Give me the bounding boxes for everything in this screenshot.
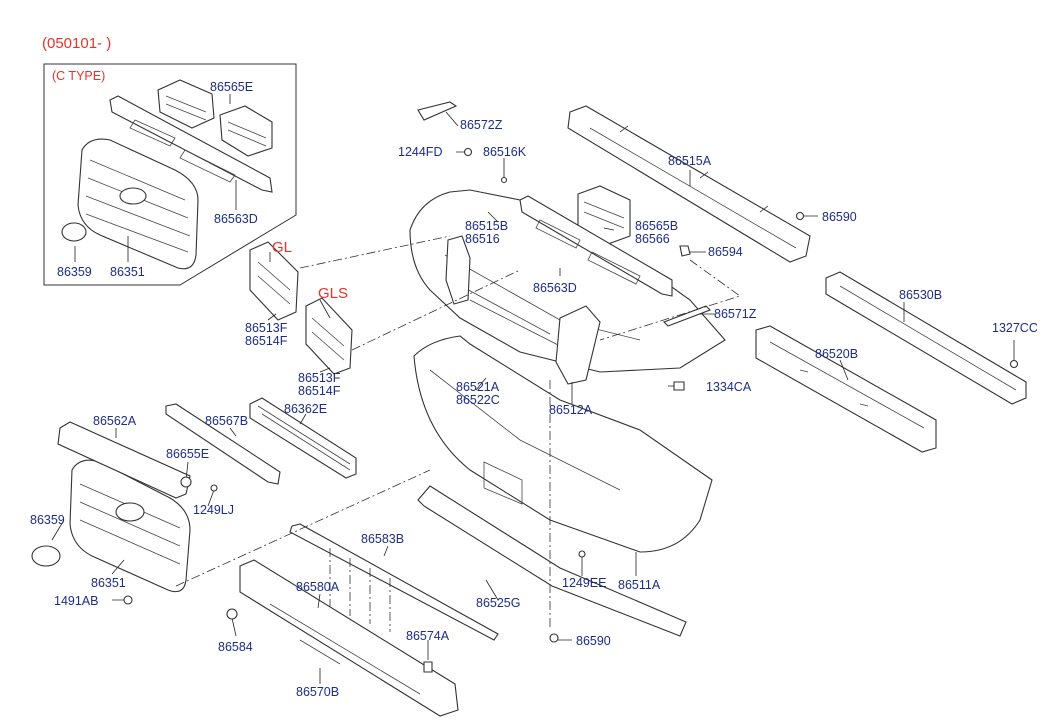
bumper-upper-assembly [409,189,726,385]
alignment-line [351,269,521,351]
alignment-line [329,548,391,632]
part-label[interactable]: 1249EE [562,576,606,590]
alignment-line [299,235,451,269]
fog-lamp-cover-gls [305,297,353,375]
part-label[interactable]: 86565E [210,80,253,94]
part-label[interactable]: 86567B [205,414,248,428]
part-label[interactable]: 86580A [296,580,340,594]
radiator-grille-c-type [77,138,199,270]
moulding-86571Z [663,305,711,327]
part-label[interactable]: 86511A [618,578,661,592]
moulding-86583B [289,523,499,641]
part-label[interactable]: 86583B [361,532,404,546]
part-label[interactable]: 86525G [476,596,520,610]
grille-insert-c-type [109,95,273,193]
part-label[interactable]: 1334CA [706,380,752,394]
part-label[interactable]: 1244FD [398,145,442,159]
part-label[interactable]: 86522C [456,393,500,407]
emblem-86359 [31,545,61,567]
part-label[interactable]: 86351 [91,576,126,590]
part-label[interactable]: 86513F [298,371,341,385]
fog-lamp-cover-gl [249,241,299,321]
part-label[interactable]: 86655E [166,447,209,461]
part-label[interactable]: 86514F [245,334,288,348]
grille-vent-c-type [157,79,273,157]
moulding-86567B [165,403,281,485]
part-label[interactable]: 86570B [296,685,339,699]
part-label[interactable]: 86513F [245,321,288,335]
part-label[interactable]: 86359 [30,513,65,527]
part-label[interactable]: 86590 [822,210,857,224]
part-label[interactable]: 86584 [218,640,253,654]
skid-plate-86570B [239,559,459,717]
part-label[interactable]: 86590 [576,634,611,648]
part-label[interactable]: 86562A [93,414,137,428]
fasteners [123,147,1019,673]
part-label[interactable]: 86351 [110,265,145,279]
radiator-grille-86351 [69,459,191,593]
part-label[interactable]: 86362E [284,402,327,416]
emblem-c-type [61,222,87,242]
fog-grille-86362E [249,397,357,479]
part-label[interactable]: 86572Z [460,118,503,132]
part-label[interactable]: 86530B [899,288,942,302]
moulding-86562A [57,421,191,499]
date-code-label: (050101- ) [42,35,111,52]
part-label[interactable]: 1327CC [992,321,1038,335]
part-label[interactable]: 86574A [406,629,450,643]
absorber-86520B [755,325,937,453]
lower-lip-86525G [417,485,687,637]
part-label[interactable]: 86521A [456,380,500,394]
part-label[interactable]: 86563D [533,281,577,295]
trim-label-gl: GL [272,239,292,256]
part-label[interactable]: 86359 [57,265,92,279]
absorber-86530B [825,271,1027,405]
moulding-86572Z [417,101,458,121]
grille-insert-center [519,195,673,297]
part-label[interactable]: 86516 [465,232,500,246]
trim-label-gls: GLS [318,285,348,302]
part-label[interactable]: 86516K [483,145,527,159]
part-label[interactable]: 86512A [549,403,593,417]
part-label[interactable]: 86515A [668,154,712,168]
part-label[interactable]: 86563D [214,212,258,226]
alignment-line [175,469,431,587]
leader-lines [51,94,1015,684]
alignment-line [599,259,741,341]
part-label[interactable]: 1249LJ [193,503,234,517]
c-type-label: (C TYPE) [52,69,105,83]
part-label[interactable]: 86594 [708,245,743,259]
part-label[interactable]: 86520B [815,347,858,361]
part-label[interactable]: 86514F [298,384,341,398]
part-label[interactable]: 86566 [635,232,670,246]
part-label[interactable]: 86515B [465,219,508,233]
beam-86515A [567,105,811,263]
c-type-box [43,63,297,286]
part-label[interactable]: 86571Z [714,307,757,321]
part-label[interactable]: 86565B [635,219,678,233]
part-label[interactable]: 1491AB [54,594,98,608]
bumper-cover-86511A [413,335,713,553]
